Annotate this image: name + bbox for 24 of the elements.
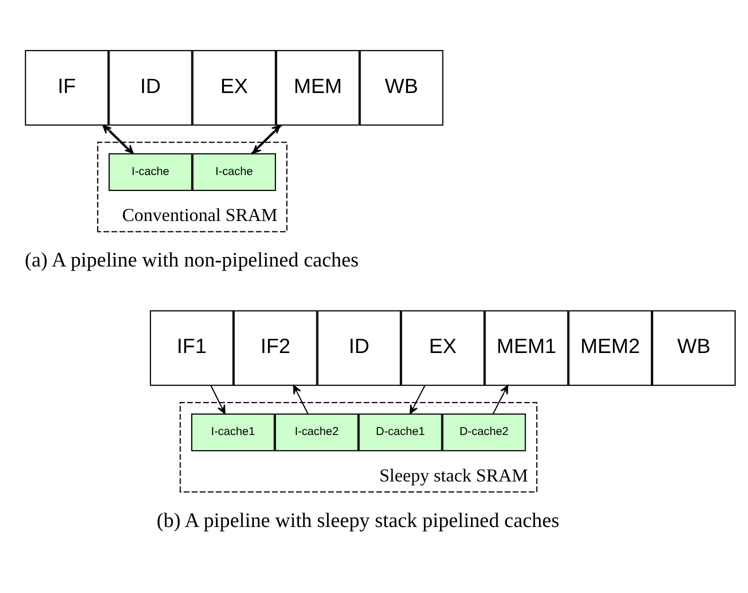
node-box: I-cache: [108, 153, 192, 192]
node-box: ID: [317, 310, 401, 386]
node-box: IF: [24, 50, 109, 126]
node-box: EX: [192, 50, 276, 126]
node-box: ID: [108, 50, 192, 126]
node-box: MEM1: [484, 310, 568, 386]
node-box: MEM: [276, 50, 360, 126]
label: (b) A pipeline with sleepy stack pipelined caches: [156, 510, 560, 532]
node-box: I-cache2: [274, 413, 359, 452]
node-box: MEM2: [568, 310, 652, 386]
arrow: [492, 384, 508, 414]
label: (a) A pipeline with non-pipelined caches: [24, 250, 359, 272]
node-box: I-cache1: [191, 413, 275, 452]
arrow: [293, 384, 308, 414]
node-box: I-cache: [192, 153, 276, 192]
node-box: IF1: [150, 310, 234, 386]
arrow: [410, 385, 426, 414]
node-box: D-cache1: [358, 413, 442, 452]
arrow: [210, 385, 226, 414]
node-box: WB: [652, 310, 736, 386]
node-box: WB: [360, 50, 444, 126]
node-box: EX: [400, 310, 485, 386]
node-box: D-cache2: [442, 413, 526, 452]
node-box: IF2: [234, 310, 318, 386]
